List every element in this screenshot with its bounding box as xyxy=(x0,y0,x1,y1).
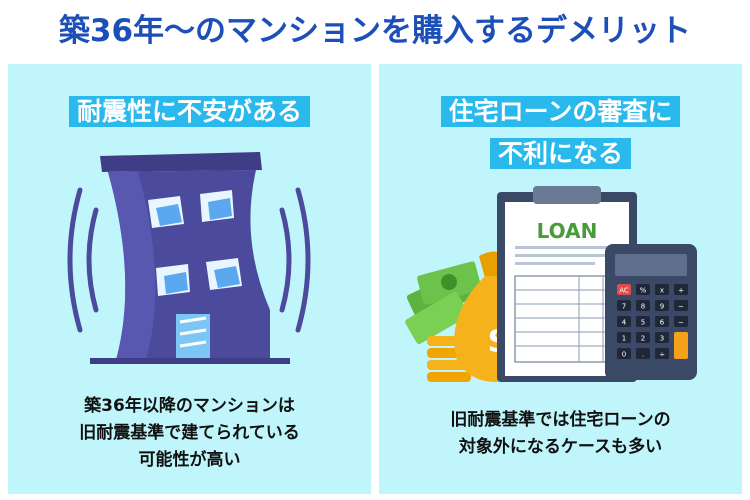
calculator-key xyxy=(617,284,631,295)
shake-line-right-inner xyxy=(279,207,292,313)
loan-label: LOAN xyxy=(537,219,598,243)
calculator-key-label: 2 xyxy=(641,335,645,343)
calculator-key-label: . xyxy=(642,351,644,359)
calculator-key xyxy=(655,284,669,295)
calculator-key-label: 0 xyxy=(622,351,626,359)
right-description-line-1: 旧耐震基準では住宅ローンの xyxy=(450,410,671,430)
calculator-key xyxy=(617,316,631,327)
left-heading-text: 耐震性に不安がある xyxy=(68,96,310,127)
calculator-key-label: 4 xyxy=(622,319,627,327)
left-description-line-2: 旧耐震基準で建てられている xyxy=(79,423,300,443)
right-heading-line-1: 住宅ローンの審査に xyxy=(379,94,742,130)
left-description-line-3: 可能性が高い xyxy=(138,450,241,470)
calculator-key-label: ÷ xyxy=(659,351,665,359)
calculator-key xyxy=(636,332,650,343)
calculator-key xyxy=(674,284,688,295)
calculator-key-label: 1 xyxy=(622,335,626,343)
calculator-key-label: x xyxy=(660,287,664,295)
calculator-key xyxy=(617,348,631,359)
right-heading-text-2: 不利になる xyxy=(489,138,631,169)
calculator-key-label: 7 xyxy=(622,303,626,311)
calculator-key xyxy=(674,300,688,311)
calculator-key-label: 5 xyxy=(641,319,645,327)
calculator-key xyxy=(636,316,650,327)
ground xyxy=(90,358,290,364)
shake-line-left-outer xyxy=(67,187,83,333)
money-icon xyxy=(405,261,482,345)
right-heading-text-1: 住宅ローンの審査に xyxy=(440,96,681,127)
right-heading-line-2: 不利になる xyxy=(379,136,742,172)
page-title: 築36年〜のマンションを購入するデメリット xyxy=(58,13,692,49)
calculator-key-label: 6 xyxy=(660,319,665,327)
right-description-line-2: 対象外になるケースも多い xyxy=(458,437,663,457)
calculator-key xyxy=(674,332,688,359)
calculator-key-label: 8 xyxy=(641,303,645,311)
building-windows xyxy=(148,190,242,296)
calculator-key xyxy=(655,332,669,343)
calculator-key-label: AC xyxy=(619,287,629,295)
calculator-key xyxy=(636,300,650,311)
calculator-key-label: 9 xyxy=(660,303,664,311)
calculator-key xyxy=(617,332,631,343)
calculator-keys: AC% x +7 8 9 − 4 5 6 − 1 2 3 0. ÷ xyxy=(617,284,688,359)
calculator-key xyxy=(655,300,669,311)
right-panel: 住宅ローンの審査に 不利になる $ LOAN xyxy=(379,64,742,494)
calculator-key-label: − xyxy=(678,303,684,311)
right-description: 旧耐震基準では住宅ローンの 対象外になるケースも多い xyxy=(379,407,742,461)
calculator-key xyxy=(655,348,669,359)
building-roof xyxy=(100,152,262,172)
calculator-key xyxy=(674,316,688,327)
calculator-key xyxy=(636,348,650,359)
left-panel: 耐震性に不安がある 築36年以降のマンションは 旧耐震基準で建てられて xyxy=(8,64,371,494)
calculator-key xyxy=(636,284,650,295)
shake-line-left-inner xyxy=(86,207,99,313)
calculator-key xyxy=(617,300,631,311)
calculator-icon: AC% x +7 8 9 − 4 5 6 − 1 2 3 0. ÷ xyxy=(605,244,697,380)
shake-line-right-outer xyxy=(295,187,311,333)
calculator-key-label: 3 xyxy=(660,335,664,343)
calculator-key-label: % xyxy=(640,287,647,295)
shaking-building-illustration xyxy=(67,152,311,364)
left-heading: 耐震性に不安がある xyxy=(8,94,371,130)
left-description-line-1: 築36年以降のマンションは xyxy=(84,396,295,416)
calculator-key xyxy=(655,316,669,327)
left-description: 築36年以降のマンションは 旧耐震基準で建てられている 可能性が高い xyxy=(8,393,371,474)
calculator-key-label: + xyxy=(678,287,684,295)
calculator-key-label: − xyxy=(678,319,684,327)
